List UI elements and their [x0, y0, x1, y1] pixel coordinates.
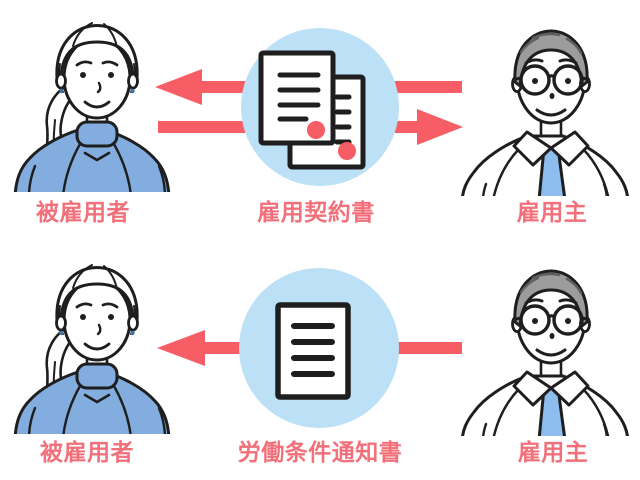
employer-illustration-top — [460, 29, 630, 196]
employer-illustration-bottom — [460, 269, 630, 436]
employer-label: 雇用主 — [517, 439, 589, 465]
two-documents-with-red-seals-icon — [258, 50, 366, 170]
employee-illustration-top — [13, 21, 171, 192]
employer-label: 雇用主 — [516, 199, 588, 225]
notice-label: 労働条件通知書 — [237, 439, 403, 465]
single-document-icon — [275, 302, 351, 400]
back-document-lines — [334, 94, 352, 145]
front-document-lines — [277, 72, 321, 122]
contract-label: 雇用契約書 — [257, 199, 375, 225]
employee-label: 被雇用者 — [40, 439, 134, 465]
employee-label: 被雇用者 — [36, 199, 130, 225]
employee-illustration-bottom — [13, 263, 171, 434]
document — [275, 302, 351, 400]
document-lines — [291, 323, 335, 377]
red-seal — [338, 142, 356, 160]
red-seal — [307, 121, 325, 139]
